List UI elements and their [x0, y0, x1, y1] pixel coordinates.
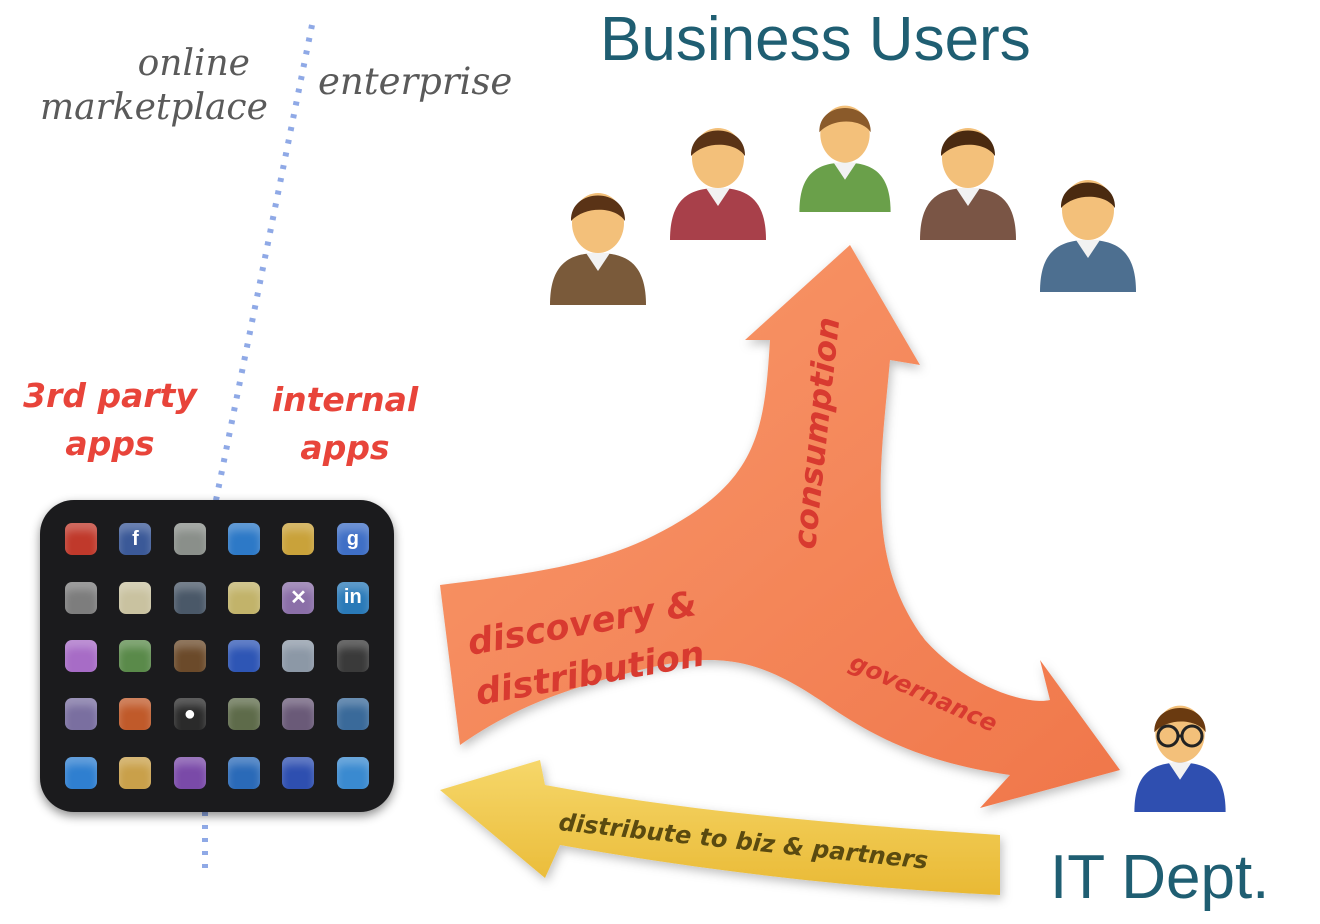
it-user-icon	[1134, 705, 1226, 812]
yellow-return-arrow	[440, 760, 1000, 895]
mail-app-icon	[65, 756, 98, 789]
diamond-app-icon	[282, 698, 315, 731]
title-business-users: Business Users	[600, 5, 1031, 74]
business-user-icon	[670, 128, 766, 240]
label-enterprise: enterprise	[318, 60, 513, 103]
app-cell	[108, 685, 162, 743]
business-user-icon	[550, 193, 646, 305]
app-cell	[326, 744, 380, 802]
app-cell	[108, 627, 162, 685]
it-user-group	[1134, 705, 1226, 812]
notes-app-icon	[119, 581, 152, 614]
orange-three-way-arrow	[440, 245, 1120, 808]
app-cell	[217, 744, 271, 802]
shield-app-icon	[228, 639, 261, 672]
label-online-marketplace: online marketplace	[40, 43, 268, 128]
list-app-icon	[336, 698, 369, 731]
puzzle-app-icon	[119, 756, 152, 789]
app-cell	[217, 568, 271, 626]
utility-app-icon	[228, 698, 261, 731]
glasses-icon	[1156, 724, 1204, 748]
google-icon: g	[336, 523, 369, 556]
app-cell	[54, 744, 108, 802]
purple-app-icon	[65, 639, 98, 672]
app-cell: ●	[163, 685, 217, 743]
app-cell	[163, 568, 217, 626]
label-internal-apps: internal apps	[271, 380, 419, 467]
game-app-icon	[119, 639, 152, 672]
label-third-party-apps: 3rd party apps	[23, 376, 197, 463]
dark-app-icon	[336, 639, 369, 672]
globe-app-icon	[228, 523, 261, 556]
app-cell	[271, 685, 325, 743]
business-users-group	[550, 105, 1136, 305]
sports-app-icon	[119, 698, 152, 731]
news-app-icon	[173, 581, 206, 614]
chat-app-icon	[173, 756, 206, 789]
app-cell	[54, 627, 108, 685]
camera-app-icon	[173, 523, 206, 556]
calendar-app-icon	[228, 581, 261, 614]
app-cell	[217, 685, 271, 743]
app-cell: ✕	[271, 568, 325, 626]
linkedin-icon: in	[336, 581, 369, 614]
camera-lens-icon: ●	[173, 698, 206, 731]
building-app-icon	[65, 581, 98, 614]
app-cell: g	[326, 510, 380, 568]
globe-blue-app-icon	[336, 756, 369, 789]
app-cell	[326, 685, 380, 743]
app-cell	[108, 744, 162, 802]
app-cell	[271, 744, 325, 802]
facebook-icon: f	[119, 523, 152, 556]
app-cell	[54, 510, 108, 568]
app-cell	[163, 510, 217, 568]
contacts-app-icon	[282, 523, 315, 556]
app-cell	[108, 568, 162, 626]
app-cell: in	[326, 568, 380, 626]
app-cell	[217, 627, 271, 685]
app-grid-device: f g ✕ in ●	[40, 500, 394, 812]
app-cell	[54, 568, 108, 626]
map-app-icon	[173, 639, 206, 672]
compass-app-icon	[282, 756, 315, 789]
video-app-icon	[228, 756, 261, 789]
x-app-icon: ✕	[282, 581, 315, 614]
photo-app-icon	[65, 523, 98, 556]
app-grid: f g ✕ in ●	[54, 510, 380, 802]
app-cell: f	[108, 510, 162, 568]
app-cell	[271, 627, 325, 685]
business-user-icon	[920, 128, 1016, 240]
weather-app-icon	[282, 639, 315, 672]
app-cell	[271, 510, 325, 568]
app-cell	[326, 627, 380, 685]
app-cell	[54, 685, 108, 743]
app-cell	[163, 744, 217, 802]
business-user-icon	[1040, 180, 1136, 292]
app-cell	[163, 627, 217, 685]
app-cell	[217, 510, 271, 568]
title-it-dept: IT Dept.	[1050, 843, 1270, 912]
business-user-icon	[799, 105, 891, 212]
city-app-icon	[65, 698, 98, 731]
